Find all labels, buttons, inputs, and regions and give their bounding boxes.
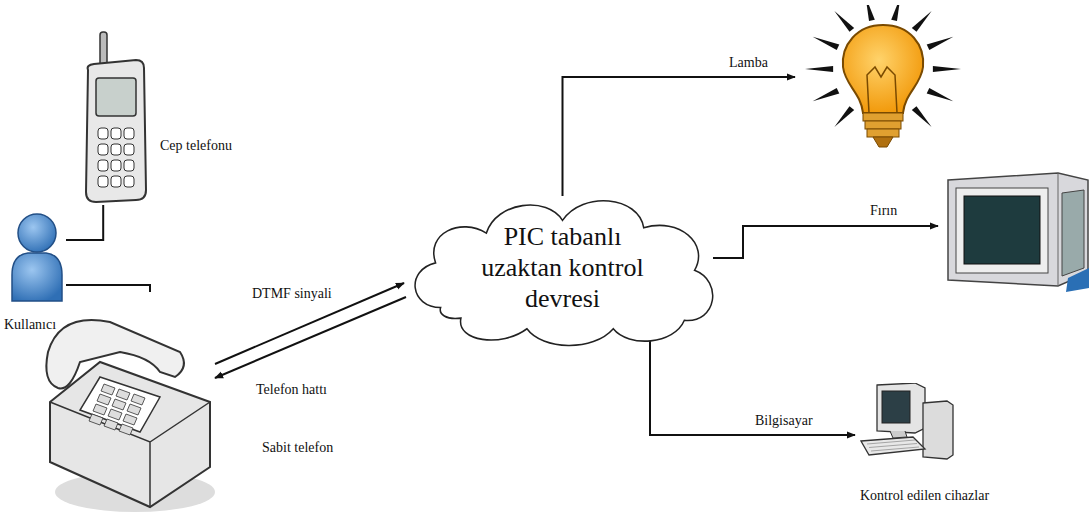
cloud-title: PIC tabanlı uzaktan kontrol devresi	[479, 221, 647, 314]
group-caption: Kontrol edilen cihazlar	[860, 488, 989, 504]
connector	[66, 285, 150, 292]
connector	[563, 77, 796, 196]
oven-icon	[938, 168, 1089, 293]
device-label: Fırın	[870, 203, 897, 219]
landline-phone-icon	[40, 292, 215, 514]
device-node: Cep telefonu	[78, 30, 150, 205]
device-node: Fırın	[938, 168, 1089, 293]
connector	[215, 283, 404, 364]
device-label: Sabit telefon	[262, 440, 333, 456]
device-node: Lamba	[795, 5, 970, 163]
computer-icon	[855, 383, 955, 463]
device-node: Kullanıcı	[8, 205, 66, 305]
connector	[713, 226, 938, 258]
device-label: Cep telefonu	[160, 138, 232, 154]
lamp-icon	[795, 5, 970, 163]
connector	[650, 330, 855, 435]
connector	[215, 297, 406, 378]
device-label: Kullanıcı	[4, 317, 56, 333]
signal-label: DTMF sinyali	[250, 286, 334, 302]
device-node: Sabit telefon	[40, 292, 215, 514]
signal-label: Telefon hattı	[254, 382, 329, 398]
cell-phone-icon	[78, 30, 150, 205]
device-label: Bilgisayar	[755, 413, 813, 429]
device-node: Bilgisayar	[855, 383, 955, 463]
cloud-node: PIC tabanlı uzaktan kontrol devresi	[400, 180, 725, 350]
connector	[66, 205, 103, 240]
device-label: Lamba	[729, 55, 768, 71]
user-icon	[8, 205, 66, 305]
